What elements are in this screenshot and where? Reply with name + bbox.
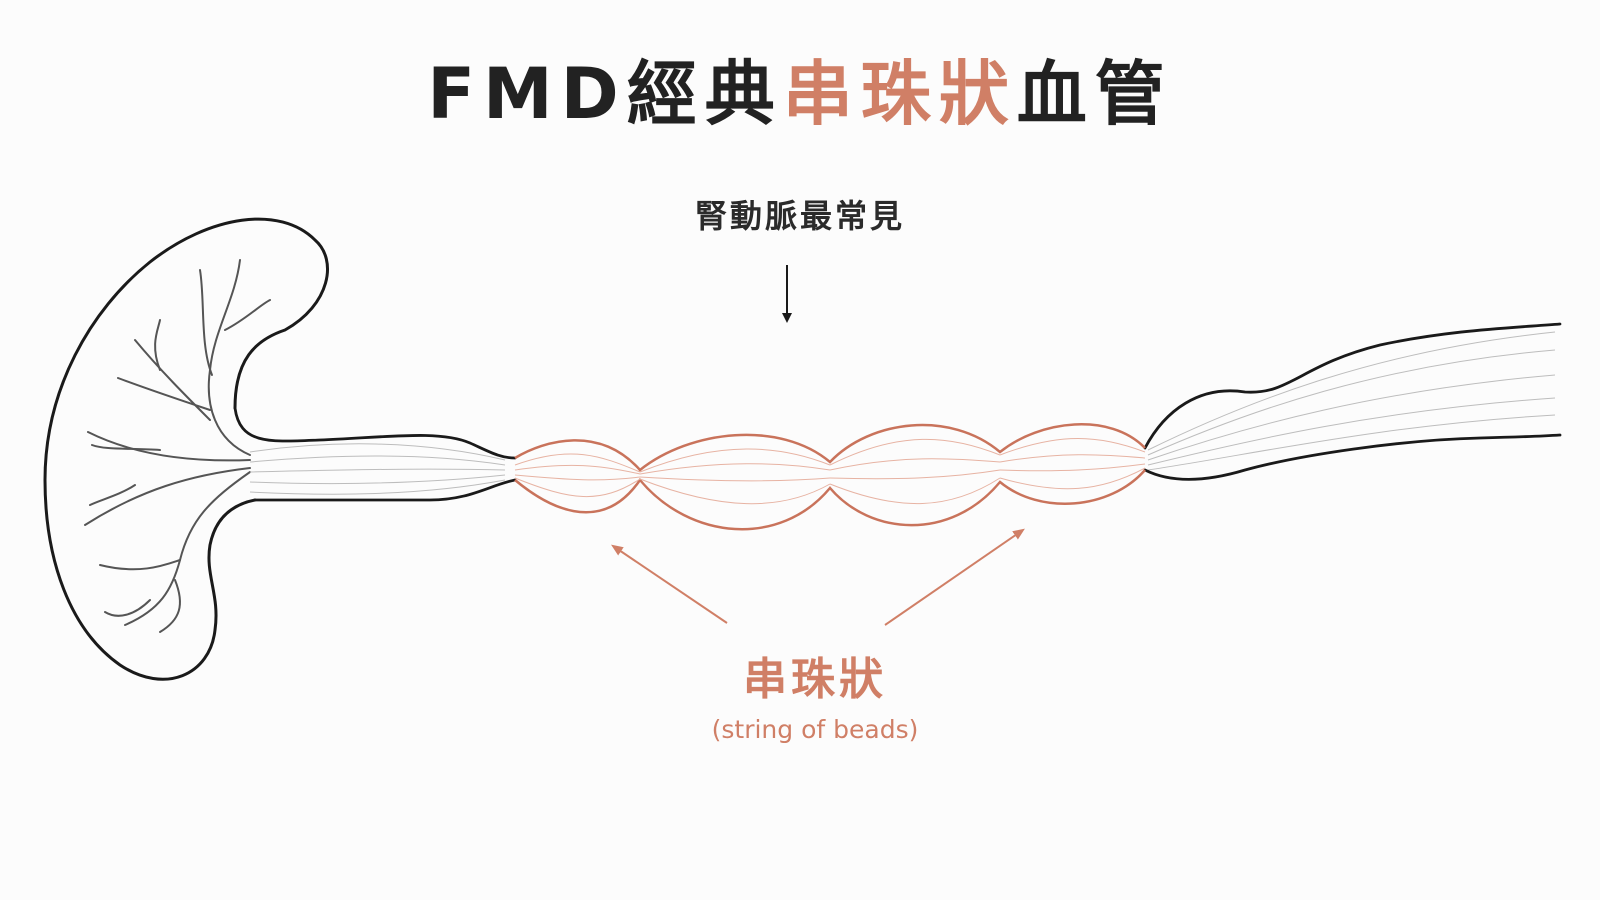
renal-branches [84, 259, 271, 633]
beads-label: 串珠狀 [743, 654, 887, 705]
beaded-segment [514, 423, 1146, 531]
title-suffix: 血管 [1016, 53, 1173, 135]
pointer-arrow-icon [884, 528, 1025, 626]
title-prefix: FMD經典 [427, 53, 783, 135]
vessel-streamlines [249, 331, 1556, 495]
renal-artery-wall [233, 322, 1562, 502]
bead-striations [514, 438, 1146, 505]
pointer-arrow-icon [611, 544, 728, 624]
kidney-icon [43, 217, 329, 681]
page-title: FMD經典串珠狀血管 [0, 54, 1600, 134]
renal-artery-label: 腎動脈最常見 [694, 197, 905, 235]
beads-sublabel: (string of beads) [711, 715, 919, 744]
title-highlight: 串珠狀 [782, 53, 1017, 135]
